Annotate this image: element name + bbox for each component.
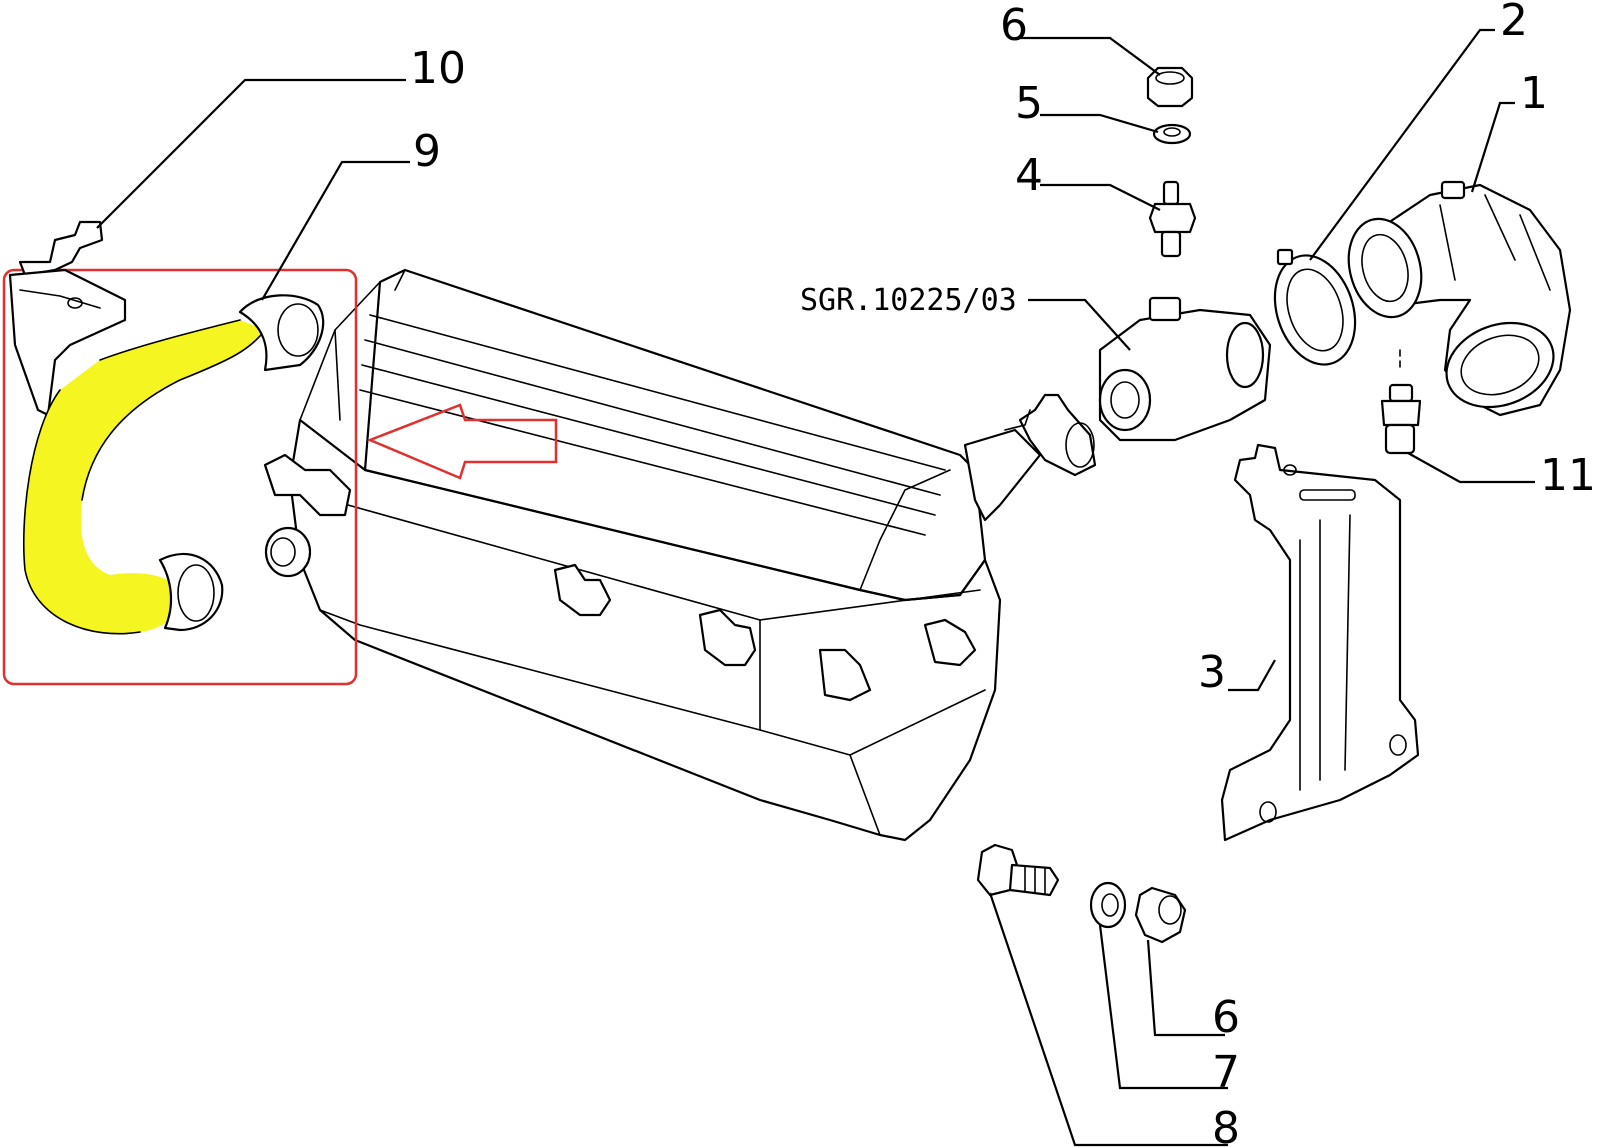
part-7-washer-bottom — [1089, 881, 1127, 929]
part-1-elbow-duct — [1347, 180, 1572, 417]
callout-5: 5 — [1015, 78, 1043, 129]
callout-11: 11 — [1540, 450, 1596, 501]
callout-4: 4 — [1015, 150, 1043, 201]
part-4-stud — [1148, 180, 1197, 258]
callout-8: 8 — [1212, 1103, 1240, 1147]
part-9-hose — [22, 294, 325, 635]
leader-lines — [96, 28, 1535, 1147]
callout-6-top: 6 — [1000, 0, 1028, 51]
connector-clamp — [1004, 393, 1097, 477]
callout-1: 1 — [1520, 68, 1548, 119]
part-3-support-bracket — [1220, 443, 1420, 842]
part-2-gasket — [1273, 248, 1357, 366]
air-filter-housing — [263, 268, 1042, 842]
callout-10: 10 — [410, 43, 466, 94]
part-11-nipple — [1380, 349, 1422, 455]
part-6-nut-bottom — [1134, 886, 1187, 944]
callout-2: 2 — [1500, 0, 1528, 46]
callout-7: 7 — [1212, 1047, 1240, 1098]
airflow-meter — [1098, 296, 1272, 442]
callout-3: 3 — [1198, 647, 1226, 698]
pointer-arrow — [366, 403, 558, 480]
reference-code: SGR.10225/03 — [800, 283, 1017, 318]
highlight-box — [2, 268, 358, 686]
part-8-bolt — [976, 843, 1060, 897]
callout-6-bottom: 6 — [1212, 992, 1240, 1043]
part-10-bracket — [8, 220, 127, 417]
part-6-nut-top — [1146, 66, 1194, 108]
callout-9: 9 — [413, 126, 441, 177]
part-5-washer-top — [1152, 123, 1192, 145]
